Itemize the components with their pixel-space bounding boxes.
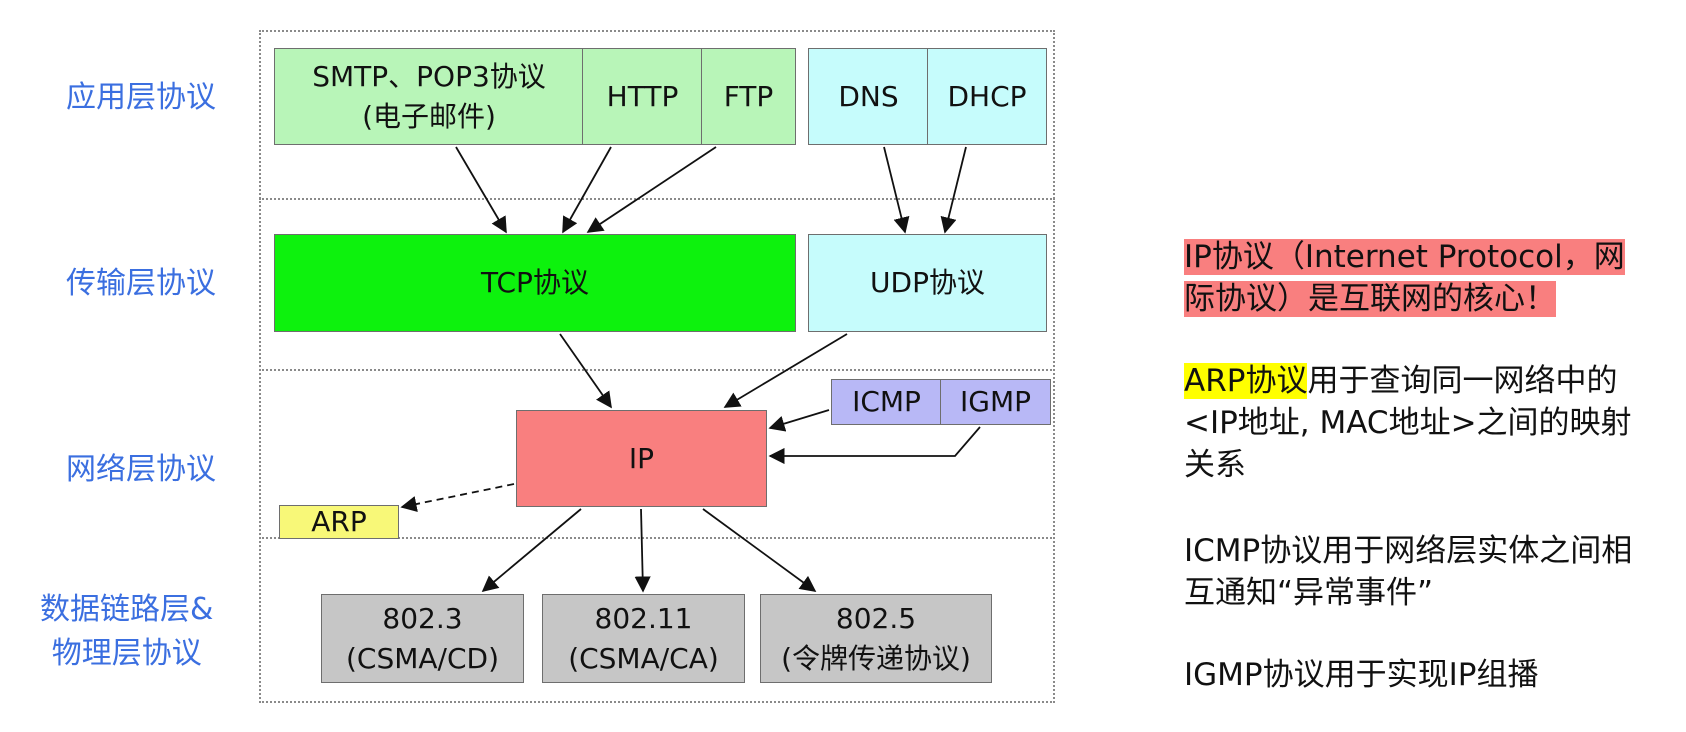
email-label: (电子邮件) bbox=[362, 99, 496, 133]
igmp-box: IGMP bbox=[940, 379, 1051, 425]
layer-label-datalink-line1: 数据链路层& bbox=[40, 592, 214, 627]
arrow-ip-to-802-11 bbox=[634, 508, 651, 593]
note-ip: IP协议（Internet Protocol，网际协议）是互联网的核心！ bbox=[1184, 236, 1634, 320]
link-box-802-3: 802.3 (CSMA/CD) bbox=[321, 594, 524, 683]
arrow-ip-to-arp bbox=[400, 483, 515, 513]
icmp-box: ICMP bbox=[831, 379, 942, 425]
layer-label-datalink-line2: 物理层协议 bbox=[51, 636, 202, 671]
note-icmp: ICMP协议用于网络层实体之间相互通知“异常事件” bbox=[1184, 530, 1634, 614]
arrow-icmp-to-ip bbox=[768, 409, 830, 432]
link-sub-802-11: (CSMA/CA) bbox=[568, 641, 719, 675]
layer-label-datalink: 数据链路层& 物理层协议 bbox=[40, 588, 213, 676]
link-label-802-3: 802.3 bbox=[382, 601, 463, 635]
udp-box: UDP协议 bbox=[808, 234, 1047, 332]
ip-box: IP bbox=[516, 410, 767, 507]
layer-label-application: 应用层协议 bbox=[66, 80, 216, 115]
arp-box: ARP bbox=[279, 505, 399, 539]
arrow-udp-to-ip bbox=[723, 333, 848, 408]
link-sub-802-3: (CSMA/CD) bbox=[345, 641, 500, 675]
note-ip-text: IP协议（Internet Protocol，网际协议）是互联网的核心！ bbox=[1184, 239, 1625, 317]
arrow-ip-to-802-3 bbox=[481, 508, 582, 593]
layer-separator-transport-network bbox=[259, 369, 1055, 371]
dns-box: DNS bbox=[808, 48, 929, 145]
layer-separator-app-transport bbox=[259, 198, 1055, 200]
note-igmp: IGMP协议用于实现IP组播 bbox=[1184, 654, 1634, 696]
note-arp-text: 用于查询同一网络中的<IP地址, MAC地址>之间的映射关系 bbox=[1184, 363, 1632, 483]
arrow-dns-to-udp bbox=[883, 146, 910, 234]
arrow-ip-to-802-5 bbox=[702, 508, 817, 592]
note-arp: ARP协议用于查询同一网络中的<IP地址, MAC地址>之间的映射关系 bbox=[1184, 360, 1634, 486]
note-igmp-text: IGMP协议用于实现IP组播 bbox=[1184, 657, 1539, 693]
note-arp-highlight: ARP协议 bbox=[1184, 363, 1308, 399]
link-box-802-5: 802.5 (令牌传递协议) bbox=[760, 594, 992, 683]
arrow-http-to-tcp bbox=[562, 146, 612, 234]
arrow-ftp-to-tcp bbox=[586, 146, 717, 233]
protocol-stack-frame bbox=[259, 30, 1055, 703]
link-label-802-11: 802.11 bbox=[594, 601, 693, 635]
tcp-box: TCP协议 bbox=[274, 234, 796, 332]
smtp-pop3-label: SMTP、POP3协议 bbox=[312, 59, 546, 93]
ftp-box: FTP bbox=[701, 48, 796, 145]
layer-separator-network-link bbox=[259, 537, 1055, 539]
layer-label-network: 网络层协议 bbox=[66, 452, 216, 487]
http-box: HTTP bbox=[582, 48, 703, 145]
link-box-802-11: 802.11 (CSMA/CA) bbox=[542, 594, 745, 683]
layer-label-transport: 传输层协议 bbox=[66, 266, 216, 301]
arrow-tcp-to-ip bbox=[559, 333, 612, 409]
arrow-igmp-to-ip bbox=[768, 426, 981, 465]
arrow-dhcp-to-udp bbox=[940, 146, 967, 234]
smtp-pop3-box: SMTP、POP3协议 (电子邮件) bbox=[274, 48, 584, 145]
dhcp-box: DHCP bbox=[927, 48, 1047, 145]
link-label-802-5: 802.5 bbox=[835, 601, 917, 635]
note-icmp-text: ICMP协议用于网络层实体之间相互通知“异常事件” bbox=[1184, 533, 1633, 611]
link-sub-802-5: (令牌传递协议) bbox=[781, 641, 971, 675]
arrow-smtp-to-tcp bbox=[455, 146, 507, 234]
